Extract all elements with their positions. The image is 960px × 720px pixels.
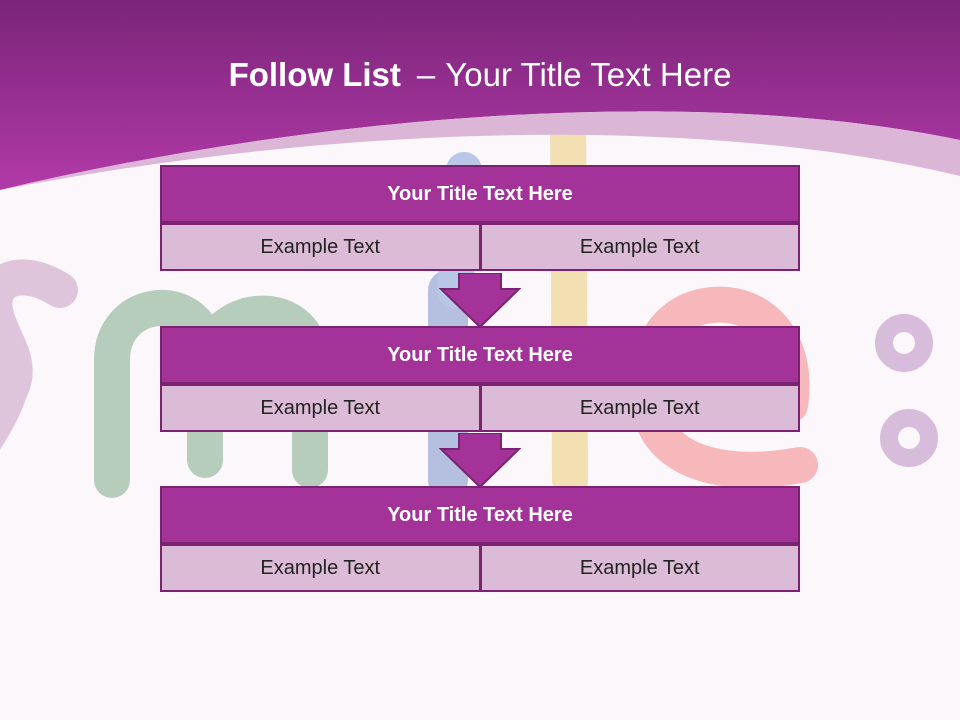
slide-title: Follow List–Your Title Text Here — [0, 56, 960, 94]
block-cell-left: Example Text — [160, 544, 481, 592]
block-cell-left: Example Text — [160, 384, 481, 432]
block-row: Example Text Example Text — [160, 384, 800, 432]
block-cell-right: Example Text — [480, 544, 800, 592]
block-row: Example Text Example Text — [160, 223, 800, 271]
slide-title-separator: – — [416, 56, 436, 93]
block-cell-right: Example Text — [480, 223, 800, 271]
block-title: Your Title Text Here — [160, 486, 800, 544]
slide-title-bold: Follow List — [228, 56, 401, 93]
block-title: Your Title Text Here — [160, 326, 800, 384]
block-cell-left: Example Text — [160, 223, 481, 271]
header-swoosh — [0, 111, 960, 190]
slide-title-text: Your Title Text Here — [445, 56, 732, 93]
block-cell-right: Example Text — [480, 384, 800, 432]
header-band — [0, 0, 960, 190]
block-row: Example Text Example Text — [160, 544, 800, 592]
down-arrow-icon — [439, 433, 521, 489]
down-arrow-icon — [439, 273, 521, 329]
block-title: Your Title Text Here — [160, 165, 800, 223]
